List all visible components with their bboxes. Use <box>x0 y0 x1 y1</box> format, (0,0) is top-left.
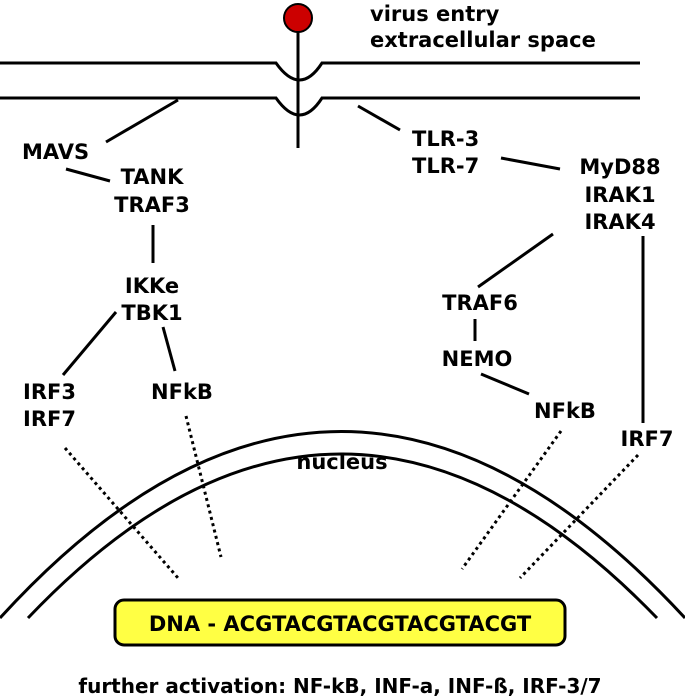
connector-membrane-tlr <box>357 104 401 132</box>
dotted-irf7-right <box>518 453 640 580</box>
connector-mavs-tank <box>65 167 111 183</box>
virus-entry-label: virus entry <box>370 2 500 26</box>
dna-box: DNA - ACGTACGTACGTACGTACGT <box>113 598 567 647</box>
connector-irak4-traf6 <box>477 232 554 289</box>
connector-nemo-nfkb <box>480 372 530 396</box>
myd88-label: MyD88 <box>579 155 660 179</box>
virus <box>283 3 313 148</box>
cell-membrane <box>0 61 640 117</box>
connector-tbk1-irf3 <box>61 311 118 376</box>
nfkb-right-label: NFkB <box>534 399 596 423</box>
irf3-label: IRF3 <box>23 380 76 404</box>
nucleus-label: nucleus <box>296 450 387 474</box>
virus-icon <box>283 3 313 33</box>
nuclear-translocation-lines <box>63 415 640 580</box>
irf7-right-label: IRF7 <box>621 427 674 451</box>
irak1-label: IRAK1 <box>584 183 655 207</box>
connector-tbk1-nfkb <box>161 326 177 372</box>
irak4-label: IRAK4 <box>584 210 655 234</box>
nfkb-left-label: NFkB <box>151 380 213 404</box>
dotted-nfkb-left <box>184 415 223 558</box>
nemo-label: NEMO <box>442 347 513 371</box>
traf6-label: TRAF6 <box>442 291 518 315</box>
connector-membrane-mavs <box>105 98 179 144</box>
extracellular-space-label: extracellular space <box>370 28 596 52</box>
further-activation-footer: further activation: NF-kB, INF-a, INF-ß,… <box>78 674 601 698</box>
dna-box-background <box>113 598 567 647</box>
dotted-irf-left <box>63 447 180 579</box>
membrane-inner-line <box>0 96 640 117</box>
nuclear-envelope-outer <box>0 430 685 620</box>
nuclear-envelope <box>0 430 685 620</box>
traf3-label: TRAF3 <box>114 193 190 217</box>
membrane-outer-line <box>0 61 640 82</box>
irf7-left-label: IRF7 <box>23 407 76 431</box>
connector-tlr-myd88 <box>500 156 561 171</box>
tank-label: TANK <box>121 165 185 189</box>
tbk1-label: TBK1 <box>121 301 182 325</box>
tlr3-label: TLR-3 <box>412 127 479 151</box>
right-pathway-connectors <box>357 104 645 423</box>
tlr7-label: TLR-7 <box>412 154 479 178</box>
ikke-label: IKKe <box>125 274 179 298</box>
left-pathway-connectors <box>61 98 179 376</box>
dna-sequence-label: DNA - ACGTACGTACGTACGTACGT <box>149 612 532 636</box>
dotted-nfkb-right <box>460 430 563 570</box>
mavs-label: MAVS <box>22 140 89 164</box>
nuclear-envelope-inner <box>26 452 659 620</box>
